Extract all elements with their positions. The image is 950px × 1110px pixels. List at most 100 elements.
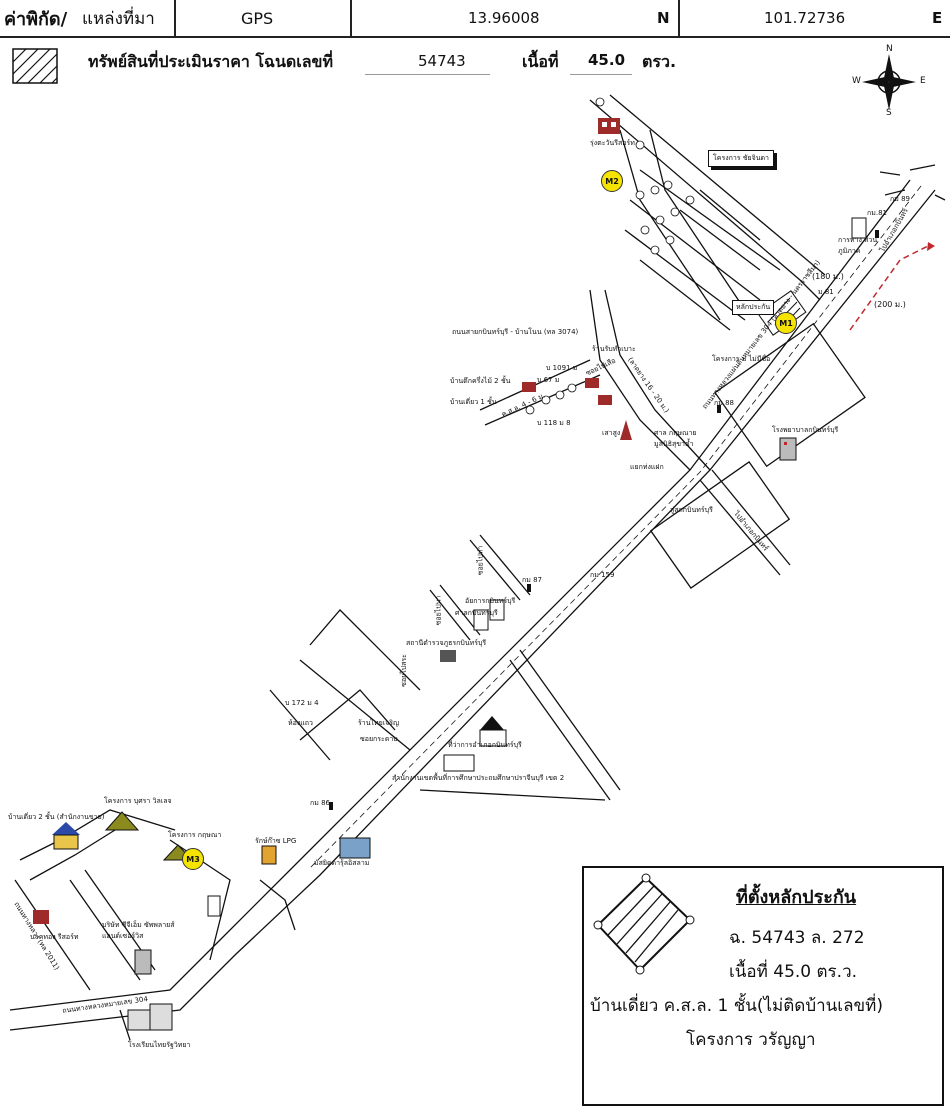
highway-304-median bbox=[309, 185, 922, 869]
label-road-3074: ถนนสายกบินทร์บุรี - บ้านโนน (ทล 3074) bbox=[452, 328, 579, 336]
road-3074-a bbox=[589, 289, 691, 471]
mosque-icon bbox=[339, 837, 371, 859]
label-district-office: อัยการกบินทร์บุรี bbox=[465, 597, 516, 605]
source-value: GPS bbox=[241, 8, 274, 28]
resort-building-icon bbox=[598, 118, 620, 134]
label-soi-a: ซอยไปท่า bbox=[476, 545, 485, 576]
coordinate-header: ค่าพิกัด/ แหล่งที่มา GPS 13.96008 N 101.… bbox=[0, 0, 950, 38]
label-mosque: มัสยิดดารุ้ลอิสลาม bbox=[314, 859, 370, 867]
label-resort-nakthong: นาคทอง รีสอร์ท bbox=[30, 933, 79, 941]
legend-row: ทรัพย์สินที่ประเมินราคา โฉนดเลขที่ 54743… bbox=[0, 42, 950, 84]
info-deed-line: ฉ. 54743 ล. 272 bbox=[729, 928, 865, 948]
compass-s: S bbox=[886, 108, 892, 118]
label-km86: กม 86 bbox=[310, 799, 330, 807]
lpg-station-icon bbox=[261, 845, 277, 865]
label-highway-office: การทาง ส่วนภูมิภาค bbox=[838, 236, 878, 255]
label-proj-busara: โครงการ บุศรา วิลเลจ bbox=[104, 797, 172, 805]
info-title: ที่ตั้งหลักประกัน bbox=[736, 887, 857, 908]
highway-office-icon bbox=[851, 217, 867, 239]
label-km81: กม.81 bbox=[867, 209, 887, 217]
underline bbox=[365, 74, 490, 75]
label-house-67: บ 67 ม bbox=[537, 376, 560, 384]
label-collateral: หลักประกัน bbox=[732, 300, 775, 315]
label-m81: ม 81 bbox=[818, 288, 834, 296]
legend-text: ทรัพย์สินที่ประเมินราคา โฉนดเลขที่ bbox=[88, 52, 334, 71]
km-marker-icon bbox=[329, 230, 879, 810]
label-shop-thai: ร้านไทยเจริญ bbox=[358, 719, 399, 727]
info-building-line: บ้านเดี่ยว ค.ส.ล. 1 ชั้น(ไม่ติดบ้านเลขที… bbox=[590, 996, 883, 1016]
coord-label: ค่าพิกัด/ bbox=[4, 8, 68, 30]
area-value: 45.0 bbox=[588, 51, 626, 69]
road-3074-b bbox=[604, 289, 711, 471]
label-soi-f: ซอยกระดาษ bbox=[360, 735, 398, 743]
label-km87: กม 87 bbox=[522, 576, 542, 584]
label-proj-chaijinda: โครงการ ชัยจินดา bbox=[708, 150, 774, 167]
underline bbox=[570, 74, 632, 75]
compass-n: N bbox=[886, 44, 893, 54]
label-km89: กม 89 bbox=[890, 195, 910, 203]
area-unit: ตรว. bbox=[642, 52, 677, 71]
truck-icon bbox=[207, 895, 221, 917]
route-arrow-icon bbox=[927, 242, 935, 251]
marker-m1[interactable]: M1 bbox=[775, 312, 797, 334]
label-to-prachin: สู่สถกบินทร์บุรี bbox=[670, 506, 713, 514]
label-company: บริษัท ซีจีเอ็ม ซัพพลายส์ แอนด์เซอร์วิส bbox=[102, 921, 175, 940]
label-house-semi: บ้านตึกครึ่งไม้ 2 ชั้น bbox=[450, 377, 511, 385]
label-house-1091: บ 1091 ม bbox=[546, 364, 578, 372]
hatch-legend-icon bbox=[12, 48, 58, 84]
header-divider bbox=[174, 0, 176, 36]
label-house-one: บ้านเดี่ยว 1 ชั้น bbox=[450, 398, 497, 406]
label-lpg: รักษ์ก๊าซ LPG bbox=[255, 837, 297, 845]
label-shrine: ศาล กฤษณาย มูลนิธิสุขาค้ำ bbox=[654, 429, 697, 448]
label-police: สถานีตำรวจภูธรกบินทร์บุรี bbox=[406, 639, 487, 647]
header-divider bbox=[350, 0, 352, 36]
label-hospital: โรงพยาบาลกบินทร์บุรี bbox=[772, 426, 839, 434]
label-district-hall: ที่ว่าการอำเภอกบินทร์บุรี bbox=[448, 741, 522, 749]
label-soi-d: ซอยไปสระ bbox=[399, 654, 408, 687]
police-station-icon bbox=[440, 650, 456, 662]
longitude-value: 101.72736 bbox=[764, 9, 846, 27]
compass-e: E bbox=[920, 76, 926, 86]
label-km159: กม 159 bbox=[590, 571, 615, 579]
source-label: แหล่งที่มา bbox=[82, 8, 155, 29]
label-pillar: เสาสูง bbox=[602, 429, 621, 437]
info-project-line: โครงการ วรัญญา bbox=[686, 1030, 816, 1050]
info-area-line: เนื้อที่ 45.0 ตร.ว. bbox=[729, 962, 858, 982]
house-office-icon bbox=[52, 822, 80, 850]
compass-w: W bbox=[852, 76, 861, 86]
company-building-icon bbox=[134, 949, 152, 975]
area-label: เนื้อที่ bbox=[522, 52, 559, 71]
red-house-icon bbox=[33, 378, 612, 924]
route-dashed-line bbox=[849, 244, 931, 331]
temple-icon bbox=[620, 420, 632, 440]
latitude-unit: N bbox=[657, 9, 670, 27]
label-proj-no-name: โครงการ ม ไม่มีชื่อ bbox=[712, 355, 771, 363]
school-building-icon bbox=[127, 1003, 173, 1031]
label-resort: รุ่งตะวันรีสอร์ท bbox=[590, 139, 635, 147]
label-junction: แยกท่งแฝก bbox=[630, 463, 664, 471]
deed-number: 54743 bbox=[418, 52, 466, 70]
court-building-icon bbox=[473, 599, 505, 631]
label-dist-200: (200 ม.) bbox=[874, 300, 906, 309]
label-house-172: บ 172 ม 4 bbox=[285, 699, 319, 707]
header-divider bbox=[678, 0, 680, 36]
label-edu-office: สำนักงานเขตพื้นที่การศึกษาประถมศึกษาปราจ… bbox=[392, 774, 565, 782]
label-row-house: ห้องแถว bbox=[288, 719, 313, 727]
house-icon bbox=[525, 97, 695, 415]
road-se-b bbox=[711, 469, 791, 566]
label-proj-kritsana: โครงการ กฤษณา bbox=[168, 831, 222, 839]
marker-m2[interactable]: M2 bbox=[601, 170, 623, 192]
collateral-plot-icon bbox=[593, 873, 695, 975]
label-house-office: บ้านเดี่ยว 2 ชั้น (สำนักงานขาย) bbox=[8, 813, 105, 821]
district-hall-icon bbox=[443, 716, 507, 772]
latitude-value: 13.96008 bbox=[468, 9, 540, 27]
compass-rose-icon bbox=[862, 54, 916, 110]
highway-304-line-a bbox=[9, 179, 911, 1011]
label-court: ศาลกบินทร์บุรี bbox=[455, 609, 498, 617]
marker-m3[interactable]: M3 bbox=[182, 848, 204, 870]
label-km88: กม 88 bbox=[714, 399, 734, 407]
label-house-118: บ 118 ม 8 bbox=[537, 419, 571, 427]
label-dist-180: (180 ม.) bbox=[812, 272, 844, 281]
longitude-unit: E bbox=[932, 9, 943, 27]
hospital-building-icon bbox=[779, 437, 797, 461]
